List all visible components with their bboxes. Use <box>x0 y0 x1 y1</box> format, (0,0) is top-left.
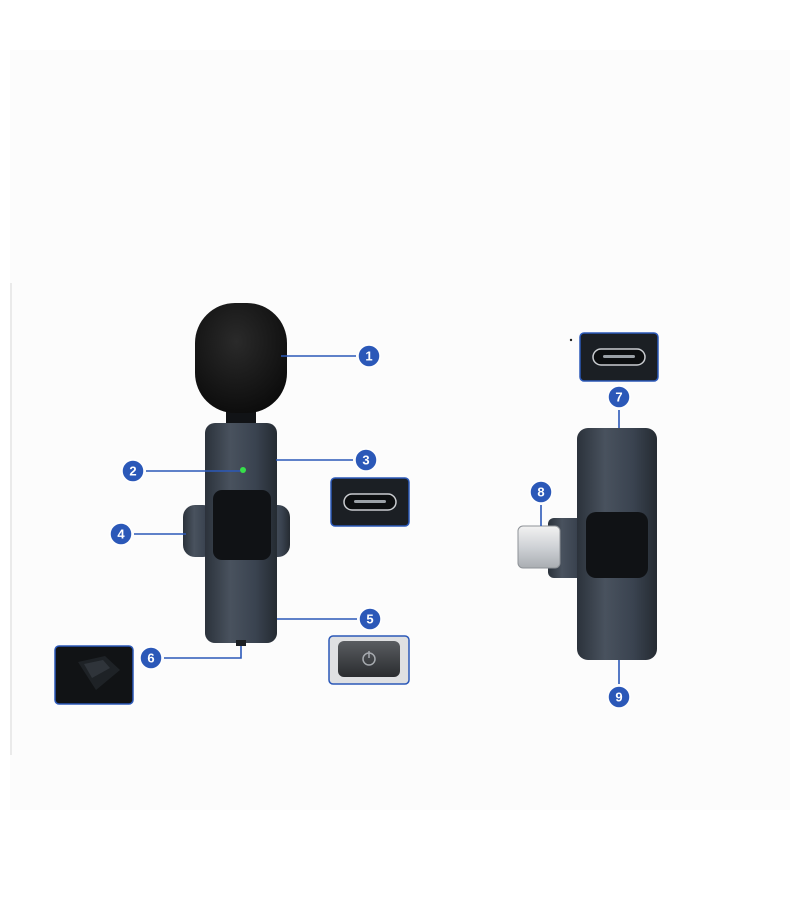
callout-number: 9 <box>615 690 622 705</box>
callout-7: 7 <box>607 385 631 409</box>
receiver-button <box>586 512 648 578</box>
callout-badge-icon <box>121 459 145 483</box>
leader-6 <box>164 646 242 659</box>
usb-c-plug <box>517 525 561 569</box>
callout-number: 7 <box>615 390 622 405</box>
callout-2: 2 <box>121 459 145 483</box>
callout-8: 8 <box>529 480 553 504</box>
callout-6: 6 <box>139 646 163 670</box>
callout-badge-icon <box>109 522 133 546</box>
callout-badge-icon <box>358 607 382 631</box>
callout-badges: 1 2 3 4 5 6 7 8 9 <box>109 344 631 709</box>
callout-9: 9 <box>607 685 631 709</box>
callout-1: 1 <box>357 344 381 368</box>
callout-badge-icon <box>529 480 553 504</box>
callout-5: 5 <box>358 607 382 631</box>
lanyard-hole <box>236 640 246 646</box>
callout-number: 2 <box>129 464 136 479</box>
callout-badge-icon <box>139 646 163 670</box>
callout-badge-icon <box>607 385 631 409</box>
receiver-usb-c-port-closeup <box>579 332 659 382</box>
power-button-front <box>213 490 271 560</box>
leader-lines <box>134 355 620 684</box>
receiver-dongle <box>517 428 657 660</box>
usb-c-port-closeup <box>330 477 410 527</box>
callout-4: 4 <box>109 522 133 546</box>
callout-number: 4 <box>117 527 125 542</box>
callout-number: 1 <box>365 349 372 364</box>
power-button-closeup <box>328 635 410 685</box>
status-led <box>240 467 246 473</box>
callout-number: 6 <box>147 651 154 666</box>
callout-badge-icon <box>354 448 378 472</box>
lanyard-hole-closeup <box>54 645 134 705</box>
callout-number: 5 <box>366 612 373 627</box>
callout-number: 3 <box>362 453 369 468</box>
callout-badge-icon <box>357 344 381 368</box>
transmitter-microphone <box>183 303 290 646</box>
foam-windscreen <box>195 303 287 413</box>
callout-badge-icon <box>607 685 631 709</box>
callout-3: 3 <box>354 448 378 472</box>
callout-number: 8 <box>537 485 544 500</box>
